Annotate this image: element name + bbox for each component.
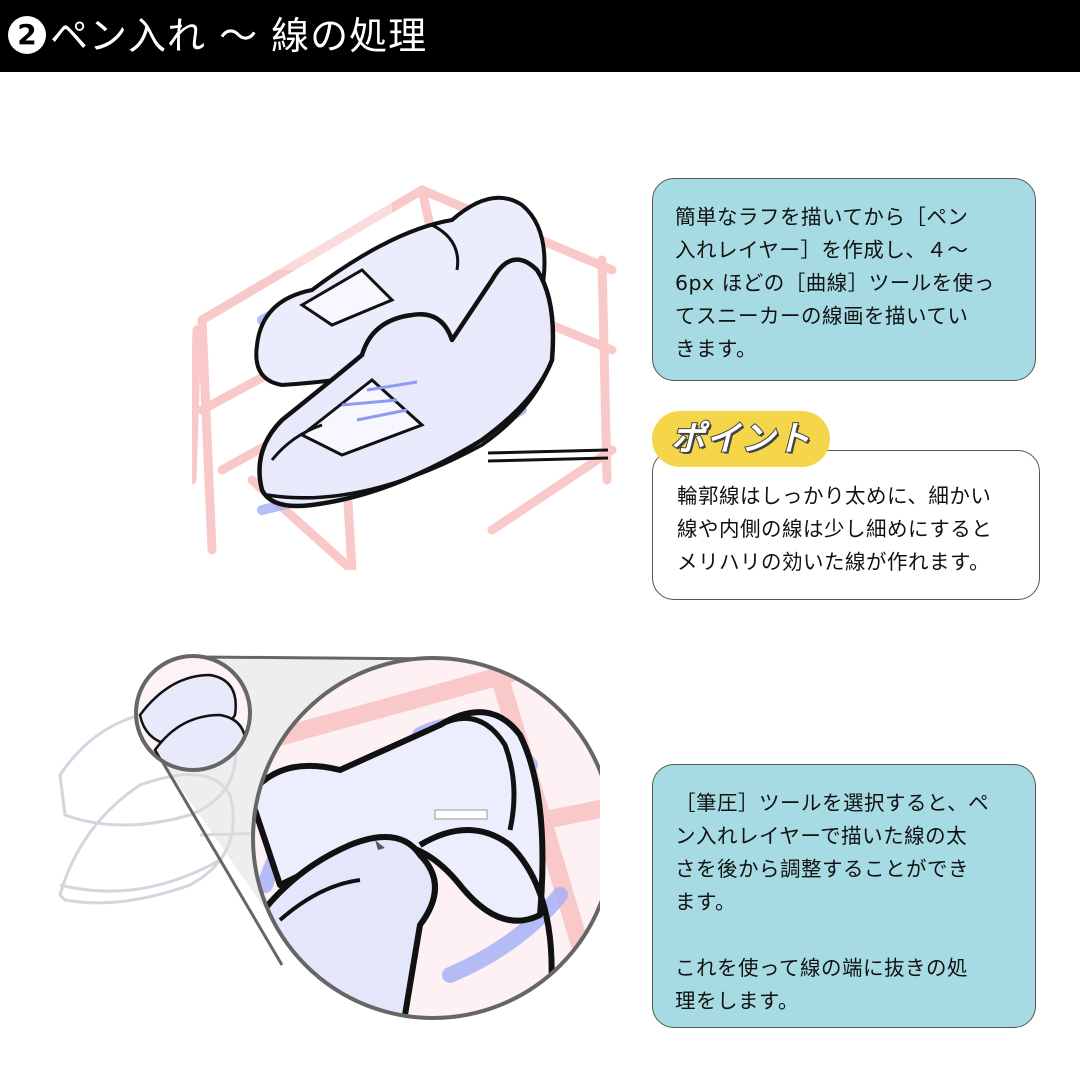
sneaker-lineart-illustration bbox=[192, 150, 617, 570]
step-number-badge: 2 bbox=[8, 16, 46, 54]
header-bar: 2 ペン入れ ～ 線の処理 bbox=[0, 0, 1080, 72]
explanation-text-pressure: ［筆圧］ツールを選択すると、ペ ン入れレイヤーで描いた線の太 さを後から調整する… bbox=[675, 791, 990, 1013]
pressure-tool-zoom-illustration bbox=[58, 654, 600, 1020]
explanation-box-lineart: 簡単なラフを描いてから［ペン 入れレイヤー］を作成し、４～ 6px ほどの［曲線… bbox=[652, 178, 1036, 381]
point-tag-label: ポイント bbox=[670, 418, 811, 460]
point-tag: ポイント bbox=[652, 411, 830, 467]
explanation-text-lineart: 簡単なラフを描いてから［ペン 入れレイヤー］を作成し、４～ 6px ほどの［曲線… bbox=[675, 205, 995, 361]
point-box: 輪郭線はしっかり太めに、細かい 線や内側の線は少し細めにすると メリハリの効いた… bbox=[652, 450, 1040, 600]
page-title: ペン入れ ～ 線の処理 bbox=[50, 14, 428, 58]
explanation-box-pressure: ［筆圧］ツールを選択すると、ペ ン入れレイヤーで描いた線の太 さを後から調整する… bbox=[652, 764, 1036, 1028]
point-text: 輪郭線はしっかり太めに、細かい 線や内側の線は少し細めにすると メリハリの効いた… bbox=[677, 484, 993, 574]
